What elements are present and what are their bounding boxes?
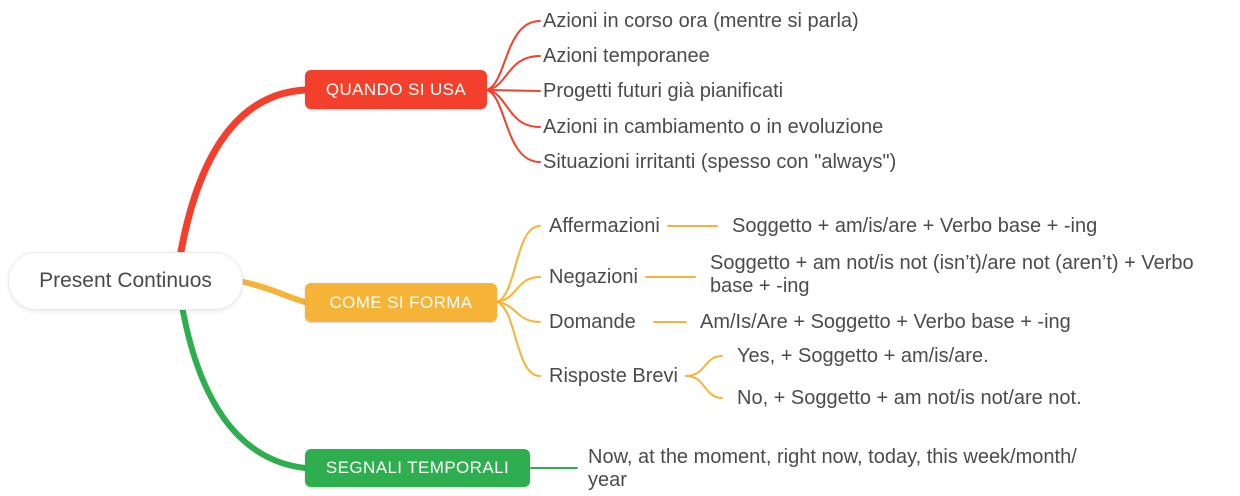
risposta-no[interactable]: No, + Soggetto + am not/is not/are not. <box>737 387 1082 409</box>
signals-text[interactable]: Now, at the moment, right now, today, th… <box>588 446 1077 491</box>
usage-fan-line <box>486 89 541 163</box>
signals-branch-node[interactable]: SEGNALI TEMPORALI <box>305 449 530 487</box>
usage-branch-node[interactable]: QUANDO SI USA <box>305 70 487 109</box>
form-branch-curve <box>236 278 308 305</box>
usage-fan-line <box>486 89 541 128</box>
usage-branch-label: QUANDO SI USA <box>325 79 467 99</box>
domande-formula[interactable]: Am/Is/Are + Soggetto + Verbo base + -ing <box>700 311 1071 333</box>
form-fan-line <box>496 225 541 303</box>
form-fan-line <box>496 276 541 303</box>
form-fan-line <box>496 301 541 323</box>
form-item-negazioni[interactable]: Negazioni <box>549 266 638 288</box>
central-node[interactable]: Present Continuos <box>8 252 243 310</box>
form-fan-line <box>496 301 541 377</box>
form-item-affermazioni[interactable]: Affermazioni <box>549 215 660 237</box>
usage-branch-curve <box>176 86 309 261</box>
affermazioni-formula[interactable]: Soggetto + am/is/are + Verbo base + -ing <box>732 215 1098 237</box>
usage-fan-line <box>486 89 541 92</box>
signals-branch-curve <box>179 303 308 471</box>
form-item-risposte-brevi[interactable]: Risposte Brevi <box>549 365 678 387</box>
risposte-fork-line <box>685 375 723 399</box>
central-node-label: Present Continuos <box>39 269 212 292</box>
usage-item[interactable]: Progetti futuri già pianificati <box>543 80 784 102</box>
risposta-yes[interactable]: Yes, + Soggetto + am/is/are. <box>737 345 989 367</box>
form-branch-label: COME SI FORMA <box>329 292 473 312</box>
signals-branch-label: SEGNALI TEMPORALI <box>325 458 510 477</box>
usage-item[interactable]: Situazioni irritanti (spesso con "always… <box>543 151 897 173</box>
form-item-domande[interactable]: Domande <box>549 311 636 333</box>
negazioni-formula[interactable]: Soggetto + am not/is not (isn’t)/are not… <box>710 252 1194 297</box>
usage-item[interactable]: Azioni in cambiamento o in evoluzione <box>543 116 884 138</box>
form-branch-node[interactable]: COME SI FORMA <box>305 283 497 322</box>
risposte-fork-line <box>685 355 723 377</box>
usage-item[interactable]: Azioni temporanee <box>543 45 710 67</box>
usage-item[interactable]: Azioni in corso ora (mentre si parla) <box>543 10 859 32</box>
usage-fan-line <box>486 55 541 91</box>
usage-fan-line <box>486 20 541 91</box>
